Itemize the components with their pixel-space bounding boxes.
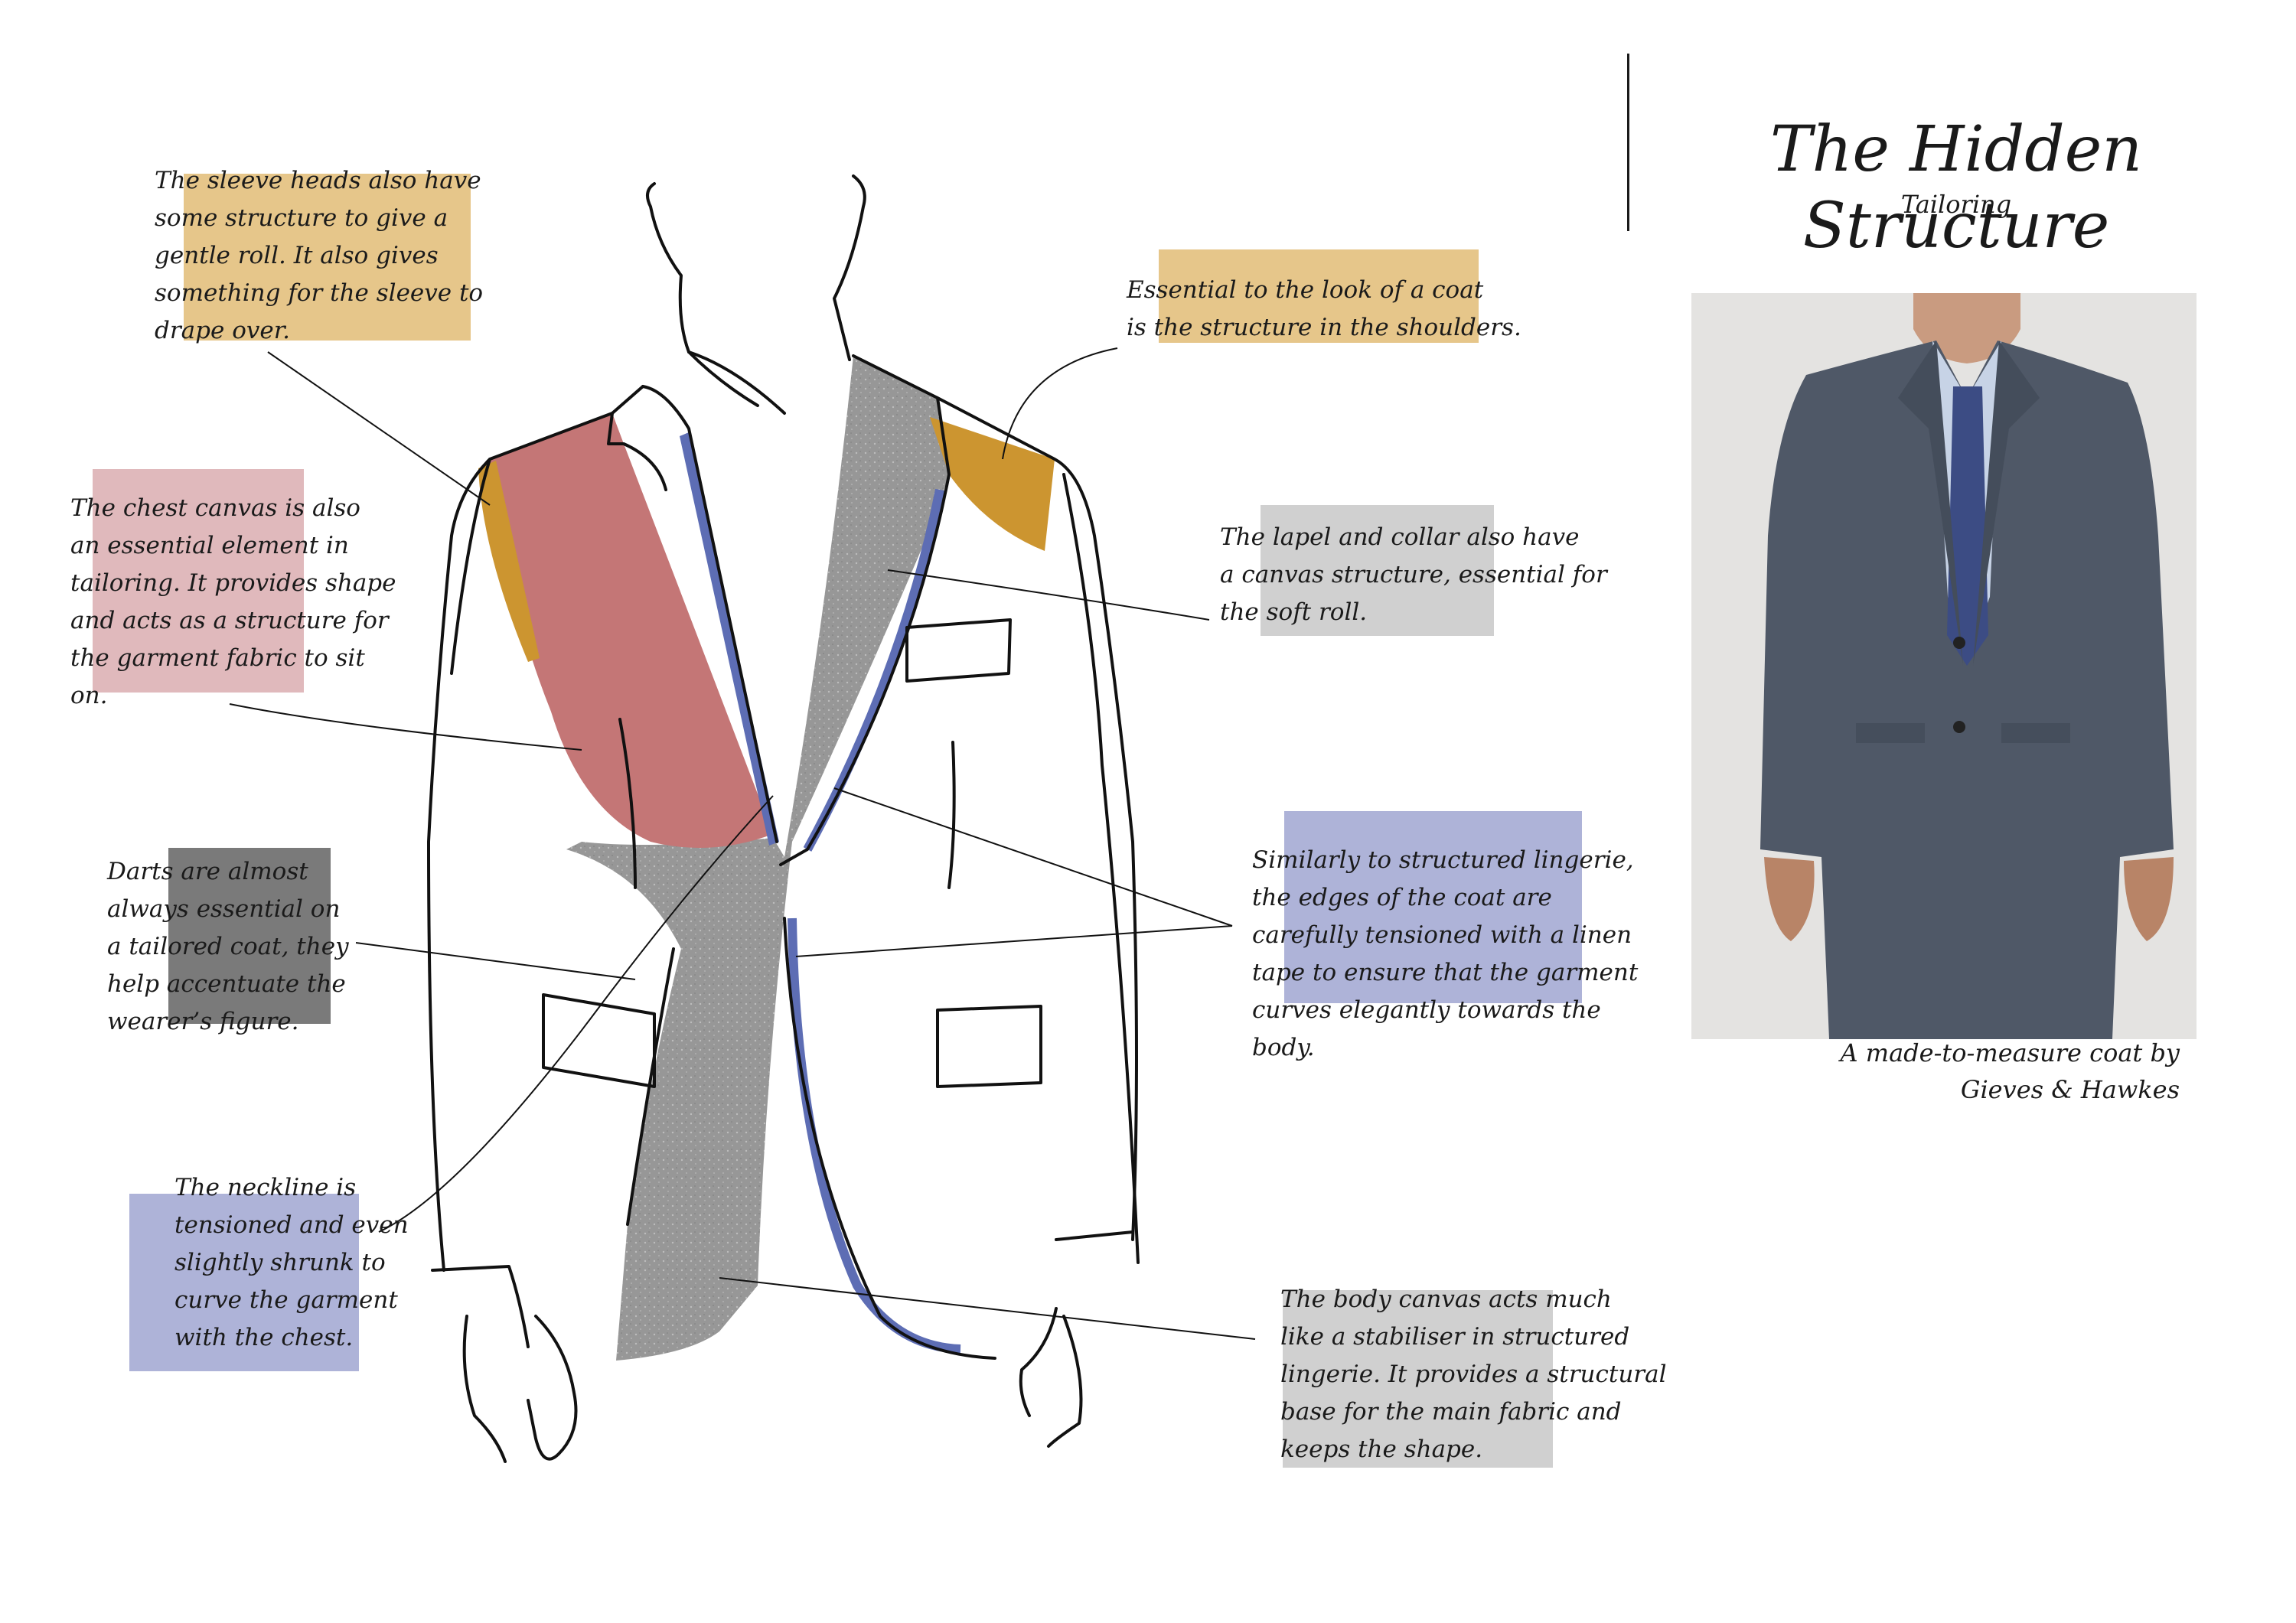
model-tie [1947,386,1988,666]
caption-line: A made-to-measure coat by [1840,1038,2180,1067]
leader-lapel [887,569,1210,621]
body-canvas-highlight [1283,1290,1553,1468]
text-line: curve the garment [174,1286,398,1314]
model-jacket [1760,341,2174,1039]
text-line: on. [70,682,108,709]
neckline-highlight [129,1194,359,1371]
text-line: lingerie. It provides a structural [1280,1361,1667,1388]
text-line: Essential to the look of a coat [1127,276,1484,304]
leader-shoulder [1002,347,1118,460]
photo-caption: A made-to-measure coat by Gieves & Hawke… [1840,1035,2180,1108]
text-line: help accentuate the [107,970,346,998]
leader-lines [229,347,1256,1340]
annotation-chest-canvas: The chest canvas is also an essential el… [70,490,396,715]
annotation-shoulders: Essential to the look of a coat is the s… [1127,272,1521,347]
text-line: keeps the shape. [1280,1436,1483,1463]
text-line: tailoring. It provides shape [70,569,396,597]
leader-sleeve [267,351,491,506]
text-line: The body canvas acts much [1280,1286,1612,1313]
text-line: tape to ensure that the garment [1252,959,1639,986]
caption-line: Gieves & Hawkes [1960,1075,2180,1104]
text-line: like a stabiliser in structured [1280,1323,1630,1351]
text-line: gentle roll. It also gives [155,242,439,269]
chest-highlight [93,469,304,693]
text-line: the edges of the coat are [1252,884,1552,911]
text-line: some structure to give a [155,204,448,232]
text-line: something for the sleeve to [155,279,484,307]
annotation-sleeve-heads: The sleeve heads also have some structur… [155,162,483,350]
model-pocket [2001,723,2070,743]
text-line: slightly shrunk to [174,1249,386,1276]
model-button [1953,721,1965,733]
annotation-body-canvas: The body canvas acts much like a stabili… [1280,1281,1667,1468]
model-hand-left [1764,857,1815,941]
shoulder-highlight [1159,249,1479,343]
leader-edges-2 [795,925,1233,957]
text-line: body. [1252,1034,1315,1061]
page-title: The Hidden Structure [1769,113,2143,262]
text-line: carefully tensioned with a linen [1252,921,1632,949]
text-line: the soft roll. [1220,598,1368,626]
text-line: an essential element in [70,532,349,559]
text-line: Darts are almost [107,858,308,885]
text-line: and acts as a structure for [70,607,389,634]
model-button [1953,637,1965,649]
text-line: curves elegantly towards the [1252,996,1601,1024]
page-subtitle: Tailoring [1900,190,2012,219]
annotation-neckline: The neckline is tensioned and even sligh… [174,1169,409,1357]
text-line: always essential on [107,895,341,923]
text-line: tensioned and even [174,1211,409,1239]
annotation-darts: Darts are almost always essential on a t… [107,853,349,1041]
text-line: with the chest. [174,1324,354,1351]
text-line: the garment fabric to sit [70,644,365,672]
sleeve-highlight [184,174,471,341]
model-lapel-right [1973,341,2040,666]
body-canvas-shape [566,356,949,1361]
model-lapel-left [1898,341,1963,666]
text-line: The sleeve heads also have [155,167,481,194]
text-line: is the structure in the shoulders. [1127,314,1521,341]
leader-body [719,1277,1256,1340]
text-line: base for the main fabric and [1280,1398,1622,1426]
leader-neckline [378,795,774,1233]
annotation-lapel: The lapel and collar also have a canvas … [1220,519,1607,631]
text-line: a canvas structure, essential for [1220,561,1607,588]
leader-chest [229,703,582,751]
text-line: The neckline is [174,1174,357,1201]
annotation-edges: Similarly to structured lingerie, the ed… [1252,842,1638,1067]
text-line: a tailored coat, they [107,933,349,960]
lapel-highlight [1261,505,1494,636]
text-line: Similarly to structured lingerie, [1252,846,1634,874]
text-line: drape over. [155,317,290,344]
leader-darts [355,942,636,980]
model-hand-right [2124,857,2174,941]
left-shoulder-pad [478,461,540,662]
text-line: wearer’s figure. [107,1008,299,1035]
title-divider [1627,54,1629,231]
right-shoulder-pad [930,417,1055,551]
model-neck [1913,293,2020,363]
leader-edges-1 [833,787,1233,927]
right-lapel-tape [803,488,944,852]
edges-highlight [1284,811,1582,1003]
jacket-outline [427,174,1140,1463]
text-line: The lapel and collar also have [1220,523,1580,551]
text-line: The chest canvas is also [70,494,360,522]
model-pocket [1856,723,1925,743]
darts-highlight [168,848,331,1024]
chest-canvas-shape [490,413,773,848]
